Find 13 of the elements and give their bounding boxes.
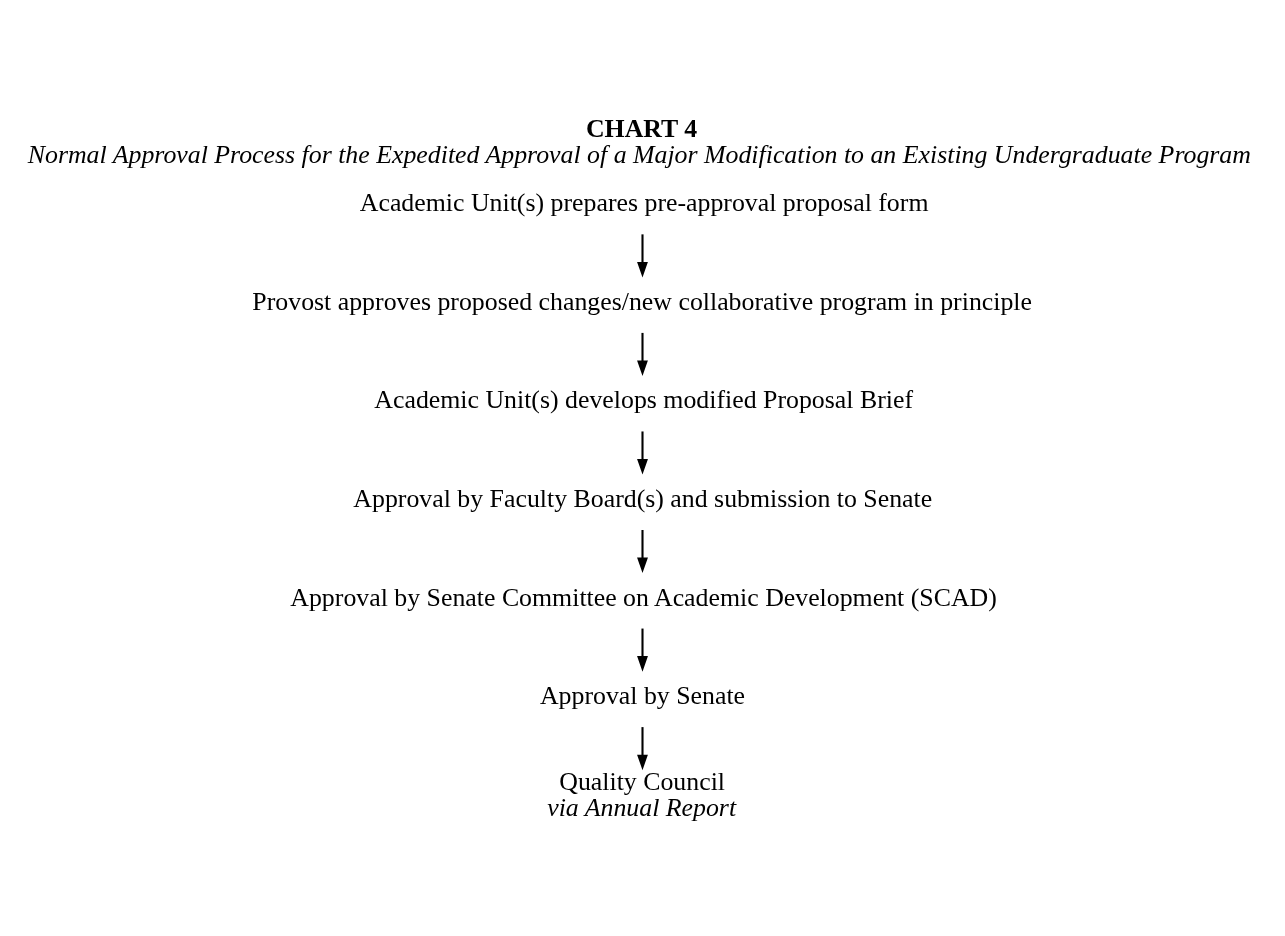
node-text: Academic Unit(s) prepares pre-approval proposal form xyxy=(359,187,929,217)
node-text: Approval by Faculty Board(s) and submission to Senate xyxy=(353,483,933,513)
arrow xyxy=(637,233,648,277)
arrow xyxy=(637,430,648,475)
node-text: Provost approves proposed changes/new collaborative program in principle xyxy=(252,286,1032,316)
arrow xyxy=(637,628,648,672)
node-text: Approval by Senate xyxy=(539,680,746,710)
arrow xyxy=(637,726,648,770)
node-text: Approval by Senate Committee on Academic Development (SCAD) xyxy=(290,582,997,611)
arrow xyxy=(637,332,648,376)
node-text: Academic Unit(s) develops modified Proposal Brief xyxy=(374,384,913,414)
arrow xyxy=(637,529,648,573)
node-text: Quality Council via Annual Report xyxy=(547,766,737,822)
